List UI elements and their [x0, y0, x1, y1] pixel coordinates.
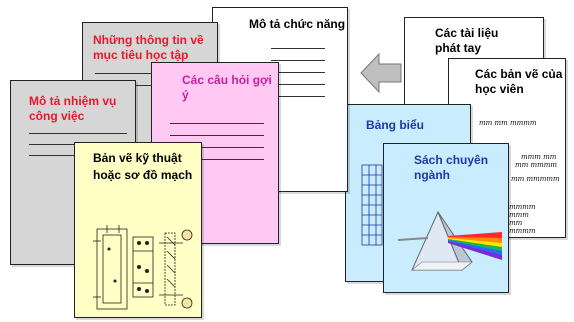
text-line — [170, 135, 264, 136]
handwriting-line: mm mmmmm — [511, 175, 560, 183]
technical-drawing-title: Bản vẽ kỹ thuật hoặc sơ đồ mạch — [93, 151, 193, 182]
handwriting-line: mm — [509, 219, 523, 227]
handwriting-line: mmm mm — [521, 153, 557, 161]
handwriting-line: mm mm mmmm — [479, 119, 537, 127]
text-line — [271, 60, 325, 61]
textbook-page: Sách chuyên ngành — [383, 143, 509, 293]
text-line — [170, 123, 264, 124]
prism-spectrum-icon — [397, 210, 502, 271]
learner-drawings-title: Các bản vẽ của học viên — [475, 67, 563, 96]
guiding-questions-title: Các câu hỏi gợi ý — [182, 73, 272, 102]
text-line — [170, 147, 264, 148]
tables-title: Bảng biểu — [366, 118, 425, 132]
text-line — [95, 73, 199, 74]
handwriting-line: mmmm — [509, 203, 536, 211]
text-line — [271, 96, 325, 97]
text-line — [29, 133, 127, 134]
task-description-title: Mô tả chức năng — [249, 17, 346, 31]
handwriting-line: mmm — [509, 211, 529, 219]
textbook-title: Sách chuyên ngành — [414, 153, 489, 182]
handwriting-line: mmmm — [509, 227, 536, 235]
text-line — [271, 72, 325, 73]
text-line — [271, 48, 325, 49]
text-line — [170, 159, 264, 160]
text-line — [95, 85, 199, 86]
circuit-diagram-icon — [93, 225, 193, 310]
left-arrow-icon — [360, 52, 402, 94]
handwriting-line: mm mmmm — [515, 161, 558, 169]
handouts-title: Các tài liệu phát tay — [435, 26, 499, 55]
job-description-title: Mô tả nhiệm vụ công việc — [29, 94, 117, 123]
table-grid-icon — [361, 164, 383, 246]
technical-drawing-page: Bản vẽ kỹ thuật hoặc sơ đồ mạch — [74, 142, 202, 318]
text-line — [271, 84, 325, 85]
learning-goals-title: Những thông tin về mục tiêu học tập — [93, 33, 204, 62]
